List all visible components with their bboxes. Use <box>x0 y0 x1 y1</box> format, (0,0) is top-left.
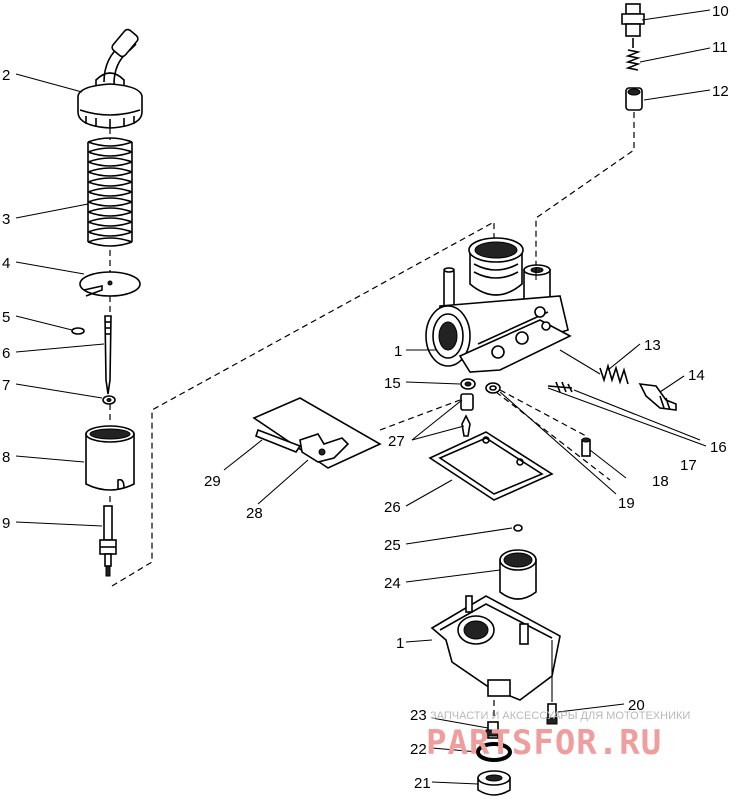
callout-1-bowl: 1 <box>396 635 404 652</box>
leader-lines <box>15 9 711 785</box>
callout-1-body: 1 <box>394 343 402 360</box>
part-2-top-cap <box>77 28 143 129</box>
callout-16: 16 <box>710 439 727 456</box>
callout-22: 22 <box>410 741 427 758</box>
part-7-washer <box>102 395 116 405</box>
callout-24: 24 <box>384 575 401 592</box>
part-26-gasket <box>428 431 554 501</box>
part-24-float <box>499 549 537 600</box>
callout-19: 19 <box>618 495 635 512</box>
part-25-jet <box>513 524 523 532</box>
part-5-clip <box>71 327 85 335</box>
part-15-valve-seat <box>460 378 476 390</box>
callout-11: 11 <box>712 39 728 56</box>
part-1-float-bowl <box>430 595 561 701</box>
callout-18: 18 <box>652 473 669 490</box>
callout-29: 29 <box>204 473 221 490</box>
part-13-spring <box>599 363 629 385</box>
callout-23: 23 <box>410 707 427 724</box>
watermark-brand: PARTSFOR.RU <box>426 723 662 763</box>
part-20-drain-screw <box>546 703 558 725</box>
part-28-float-arm <box>299 433 350 463</box>
callout-12: 12 <box>712 83 729 100</box>
part-23-main-jet <box>485 721 501 739</box>
part-9-needle-jet <box>99 505 117 577</box>
callout-2: 2 <box>2 67 10 84</box>
callout-6: 6 <box>2 345 10 362</box>
part-11-spring <box>625 38 641 71</box>
part-19-o-ring <box>485 382 501 394</box>
callout-14: 14 <box>688 367 705 384</box>
part-21-plug <box>477 770 511 796</box>
callout-labels: 10 11 12 2 3 4 5 6 7 8 9 1 13 14 15 16 1… <box>2 3 729 792</box>
callout-28: 28 <box>246 505 263 522</box>
callout-7: 7 <box>2 377 10 394</box>
part-8-throttle-slide <box>85 425 135 491</box>
part-14-pilot-screw <box>638 383 677 411</box>
callout-26: 26 <box>384 499 401 516</box>
part-6-jet-needle <box>104 315 112 395</box>
callout-27: 27 <box>388 433 405 450</box>
callout-25: 25 <box>384 537 401 554</box>
watermark-tagline: ЗАПЧАСТИ И АКСЕССУАРЫ ДЛЯ МОТОТЕХНИКИ <box>430 710 690 722</box>
callout-3: 3 <box>2 211 10 228</box>
callout-10: 10 <box>712 3 729 20</box>
part-16-screw <box>547 381 573 393</box>
part-3-spring <box>87 137 133 247</box>
callout-17: 17 <box>680 457 697 474</box>
part-4-retainer-plate <box>79 271 141 297</box>
part-12-plunger <box>625 87 643 111</box>
part-27-needle-valve <box>460 393 474 437</box>
callout-20: 20 <box>628 697 645 714</box>
callout-5: 5 <box>2 309 10 326</box>
callout-15: 15 <box>384 375 401 392</box>
callout-9: 9 <box>2 515 10 532</box>
callout-8: 8 <box>2 449 10 466</box>
part-10-fitting <box>621 3 645 37</box>
callout-4: 4 <box>2 255 10 272</box>
callout-21: 21 <box>414 775 431 792</box>
callout-13: 13 <box>644 337 661 354</box>
part-1-carburetor-body <box>425 237 572 373</box>
watermark: ЗАПЧАСТИ И АКСЕССУАРЫ ДЛЯ МОТОТЕХНИКИ PA… <box>426 710 690 763</box>
part-18-screw <box>581 437 591 457</box>
